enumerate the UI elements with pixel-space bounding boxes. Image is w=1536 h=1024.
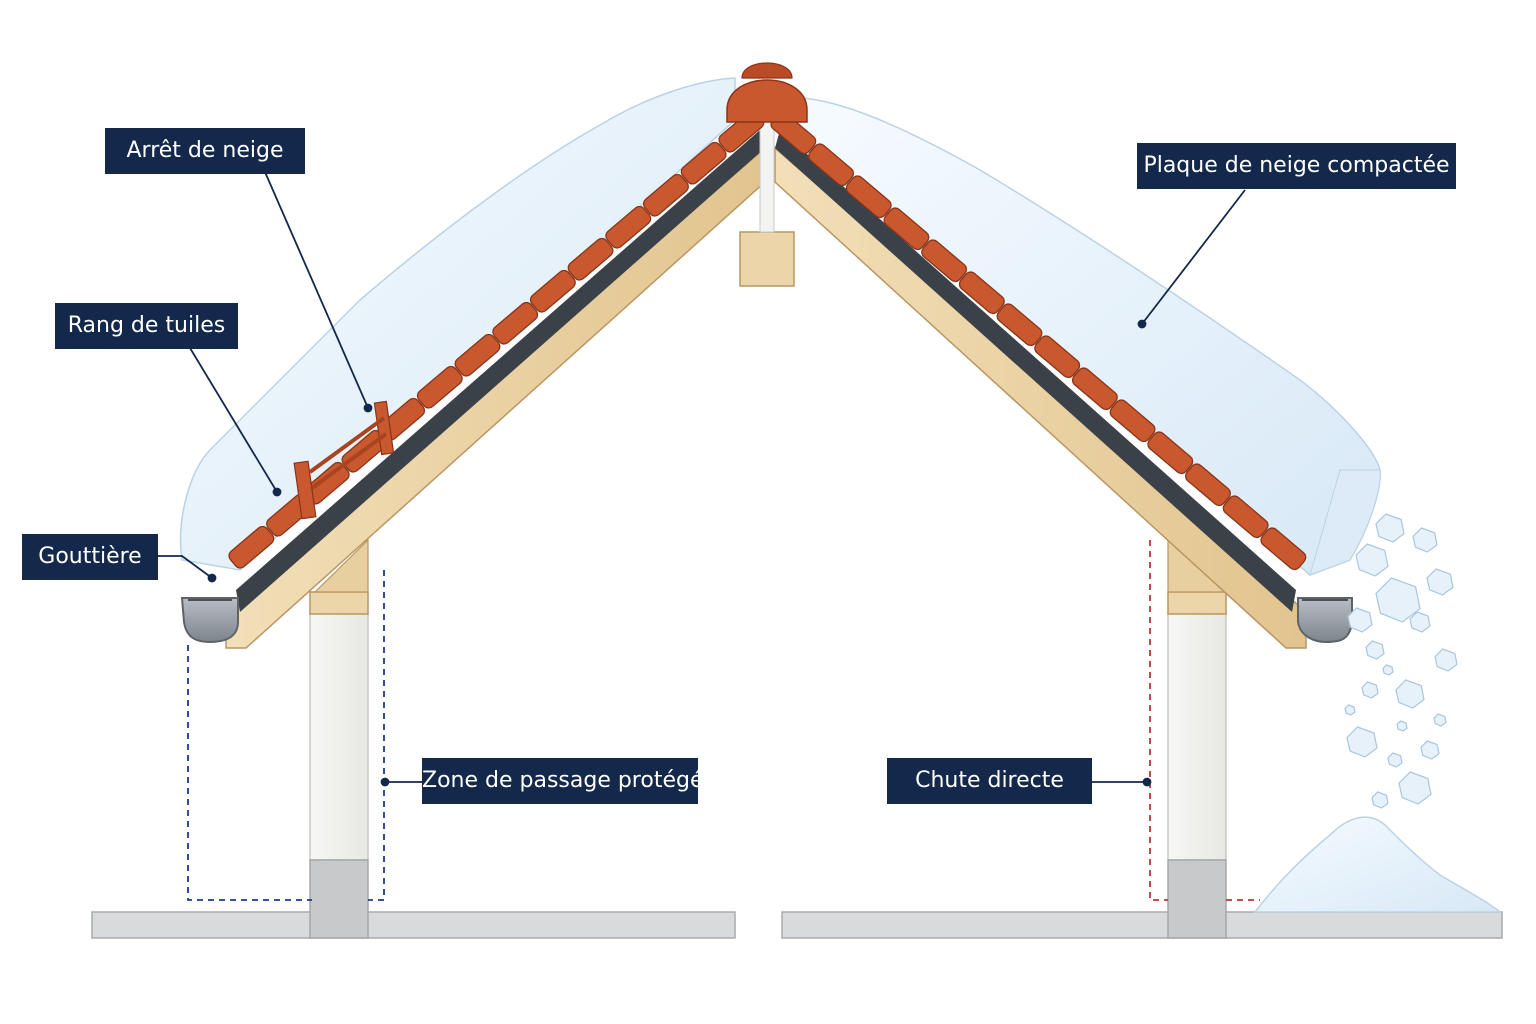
label-compacted-snow: Plaque de neige compactée	[1137, 143, 1456, 189]
snow-chunk	[1420, 740, 1440, 760]
label-snow-stop: Arrêt de neige	[105, 128, 305, 174]
roof-tile	[1147, 431, 1194, 475]
roof-tile	[680, 141, 727, 185]
roof-tile	[605, 205, 652, 249]
snow-chunk	[1434, 648, 1458, 672]
snow-chunk	[1387, 752, 1403, 768]
roof-tile	[845, 175, 892, 219]
roof-tile	[958, 271, 1005, 315]
roof-tile	[643, 173, 689, 217]
snow-chunk	[1371, 791, 1389, 809]
snow-chunk	[1375, 513, 1405, 543]
roof-tile	[454, 333, 501, 377]
snow-chunk	[1355, 543, 1389, 577]
roof-tile	[921, 239, 968, 283]
snow-chunk	[1344, 704, 1356, 716]
left-snow-layer	[179, 77, 736, 571]
left-gutter	[180, 597, 239, 644]
right-snow-slab	[789, 97, 1381, 576]
roof-tile	[228, 525, 275, 569]
snow-chunk	[1433, 713, 1447, 727]
label-direct-fall: Chute directe	[887, 758, 1092, 804]
snow-chunk	[1346, 726, 1378, 758]
snow-chunk	[1382, 664, 1394, 676]
snow-chunk	[1395, 679, 1425, 709]
label-protected-zone: Zone de passage protégée	[422, 758, 717, 804]
snow-pile	[1253, 816, 1503, 913]
falling-snow-chunks	[1344, 513, 1458, 809]
roof-tile	[1222, 495, 1269, 539]
roof-tile	[416, 365, 463, 409]
direct-fall-outline	[1149, 540, 1260, 901]
roof-tile	[996, 303, 1043, 347]
snow-chunk	[1365, 640, 1385, 660]
roof-tile	[567, 237, 614, 281]
snow-chunk	[1398, 771, 1432, 805]
right-gutter	[1297, 597, 1353, 644]
snow-chunk	[1347, 607, 1373, 633]
left-wall	[309, 591, 369, 939]
roof-tile	[529, 269, 576, 313]
snow-chunk	[1361, 681, 1379, 699]
label-tile-row: Rang de tuiles	[55, 303, 238, 349]
snow-chunk	[1409, 611, 1431, 633]
roof-tile	[1260, 527, 1307, 571]
snow-chunk	[1412, 527, 1438, 553]
roof-tile	[883, 207, 930, 251]
snow-stop-bracket	[293, 400, 395, 520]
leader-lines	[158, 171, 1246, 787]
ridge-cap	[726, 62, 808, 123]
snow-chunk	[1426, 568, 1454, 596]
roof-tile	[1109, 399, 1156, 443]
snow-chunk	[1375, 577, 1421, 623]
label-gutter: Gouttière	[22, 534, 158, 580]
right-wall	[1167, 591, 1227, 939]
roof-tile	[1071, 367, 1118, 411]
roof-structure	[225, 111, 1307, 649]
roof-tile	[1034, 335, 1081, 379]
snow-chunk	[1396, 720, 1408, 732]
ground	[91, 911, 1503, 939]
tile-row-right	[770, 111, 1307, 571]
roof-tile	[1185, 463, 1231, 507]
protected-zone-outline	[187, 570, 385, 901]
roof-tile	[492, 301, 539, 345]
roof-tile	[808, 143, 855, 187]
